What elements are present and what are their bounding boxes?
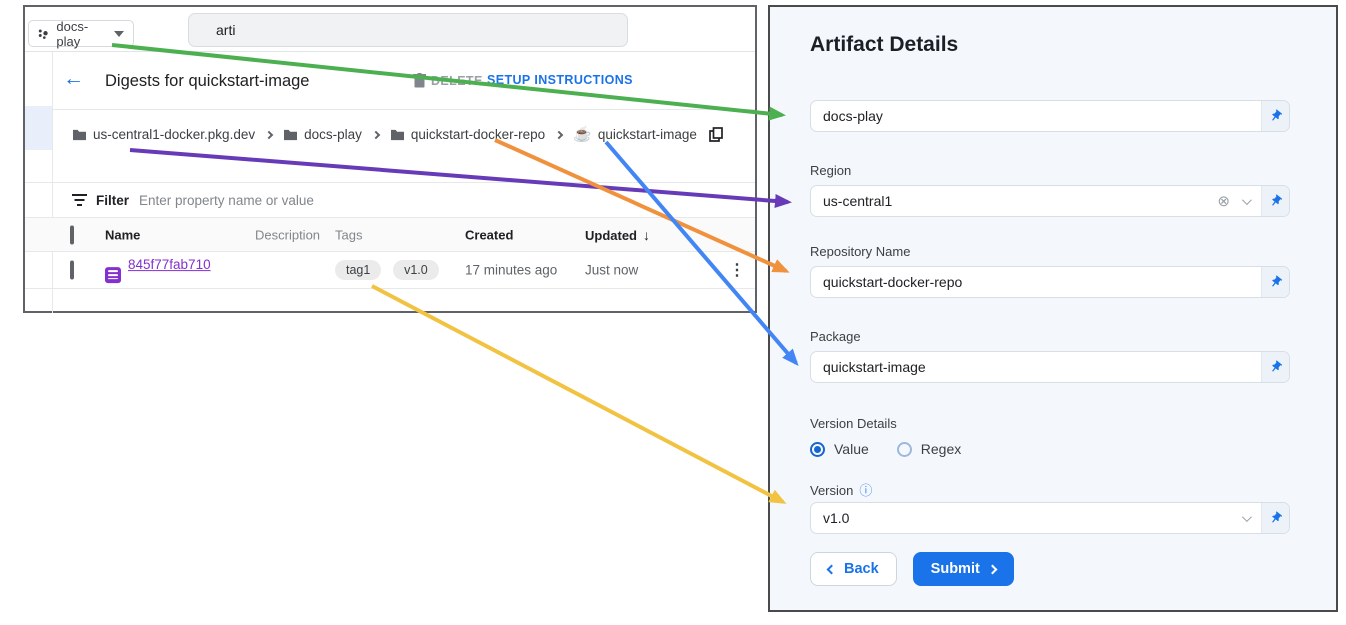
chevron-right-icon — [264, 130, 274, 139]
setup-instructions-button[interactable]: SETUP INSTRUCTIONS — [487, 73, 633, 87]
row-menu-button[interactable]: ⋮ — [729, 262, 745, 279]
region-input[interactable] — [811, 186, 1218, 216]
digest-icon — [105, 266, 121, 283]
column-updated[interactable]: Updated↓ — [585, 226, 650, 243]
region-field: ⊗ — [810, 185, 1290, 217]
panel-actions: Back Submit — [810, 552, 1014, 586]
sidebar-highlight — [25, 106, 52, 150]
region-label: Region — [810, 163, 852, 178]
sidebar-divider — [52, 52, 53, 313]
folder-icon — [284, 129, 298, 141]
back-arrow-icon[interactable]: ← — [63, 67, 84, 90]
tag-chip[interactable]: tag1 — [335, 260, 382, 280]
select-all-checkbox[interactable] — [70, 225, 74, 244]
artifact-details-panel: Artifact Details Region ⊗ — [768, 5, 1338, 612]
project-picker-button[interactable]: docs-play — [28, 18, 134, 49]
breadcrumb-registry[interactable]: us-central1-docker.pkg.dev — [72, 127, 255, 142]
radio-unselected-icon — [896, 441, 912, 457]
pin-icon — [1272, 109, 1283, 120]
container-image-icon: ☕ — [573, 126, 592, 143]
chevron-down-icon[interactable] — [1241, 194, 1252, 205]
chevron-right-icon — [371, 130, 381, 139]
pin-icon — [1272, 194, 1283, 205]
row-checkbox[interactable] — [70, 260, 74, 280]
package-label: Package — [810, 329, 861, 344]
delete-label: DELETE — [431, 73, 483, 88]
column-created[interactable]: Created — [465, 227, 514, 242]
package-field — [810, 351, 1290, 383]
version-details-options: Value Regex — [810, 441, 961, 457]
pin-icon — [1272, 275, 1283, 286]
column-tags: Tags — [335, 227, 363, 242]
submit-button[interactable]: Submit — [912, 552, 1014, 586]
chevron-down-icon[interactable] — [1241, 511, 1252, 522]
version-input[interactable] — [811, 503, 1242, 533]
breadcrumb-repository[interactable]: quickstart-docker-repo — [390, 127, 545, 142]
search-input[interactable] — [189, 14, 627, 46]
clear-icon[interactable]: ⊗ — [1217, 192, 1230, 210]
folder-icon — [390, 129, 404, 141]
pin-button[interactable] — [1261, 352, 1289, 382]
filter-icon — [72, 194, 87, 206]
radio-option-value[interactable]: Value — [810, 441, 869, 457]
tag-chip[interactable]: v1.0 — [393, 260, 439, 280]
project-icon — [38, 29, 48, 39]
chevron-left-icon — [826, 564, 837, 574]
page-header: ← Digests for quickstart-image DELETE SE… — [25, 52, 755, 110]
repository-input[interactable] — [811, 267, 1261, 297]
sort-desc-icon: ↓ — [643, 226, 650, 243]
column-name[interactable]: Name — [105, 227, 141, 242]
digest-link[interactable]: 845f77fab710 — [128, 257, 211, 273]
repository-label: Repository Name — [810, 244, 911, 259]
delete-button[interactable]: DELETE — [413, 73, 483, 88]
console-screenshot: docs-play ← Digests for quickstart-image… — [23, 5, 757, 313]
table-header: Name Description Tags Created Updated↓ — [25, 218, 755, 252]
project-input[interactable] — [811, 101, 1261, 131]
radio-option-regex[interactable]: Regex — [896, 441, 961, 457]
breadcrumb-package[interactable]: ☕ quickstart-image — [573, 126, 697, 143]
copy-icon[interactable] — [709, 127, 723, 142]
package-input[interactable] — [811, 352, 1261, 382]
caret-down-icon — [114, 30, 124, 37]
back-button[interactable]: Back — [810, 552, 897, 586]
filter-label: Filter — [96, 192, 130, 208]
trash-icon — [413, 73, 426, 88]
radio-selected-icon — [810, 441, 825, 457]
pin-button[interactable] — [1261, 186, 1289, 216]
pin-icon — [1272, 360, 1283, 371]
repository-field — [810, 266, 1290, 298]
project-picker-label: docs-play — [56, 18, 89, 49]
column-description: Description — [255, 227, 321, 242]
chevron-right-icon — [987, 564, 998, 574]
version-arrow — [371, 284, 787, 504]
search-box — [188, 13, 628, 47]
folder-icon — [73, 129, 86, 141]
filter-bar: Filter — [25, 183, 755, 218]
console-topbar: docs-play — [25, 7, 755, 52]
project-field — [810, 100, 1290, 132]
pin-button[interactable] — [1261, 503, 1289, 533]
breadcrumb-row: us-central1-docker.pkg.dev docs-play qui… — [25, 110, 755, 183]
created-cell: 17 minutes ago — [465, 262, 558, 278]
panel-title: Artifact Details — [810, 33, 959, 56]
breadcrumb-project[interactable]: docs-play — [283, 127, 362, 142]
chevron-right-icon — [554, 130, 564, 139]
pin-button[interactable] — [1261, 101, 1289, 131]
pin-button[interactable] — [1261, 267, 1289, 297]
page-title: Digests for quickstart-image — [105, 72, 310, 90]
updated-cell: Just now — [585, 262, 639, 278]
table-row: 845f77fab710 tag1 v1.0 17 minutes ago Ju… — [25, 252, 755, 289]
info-icon[interactable]: ⓘ — [859, 483, 873, 498]
pin-icon — [1272, 511, 1283, 522]
version-field — [810, 502, 1290, 534]
version-details-label: Version Details — [810, 416, 897, 431]
breadcrumb: us-central1-docker.pkg.dev docs-play qui… — [72, 127, 723, 142]
filter-input[interactable] — [139, 192, 440, 208]
